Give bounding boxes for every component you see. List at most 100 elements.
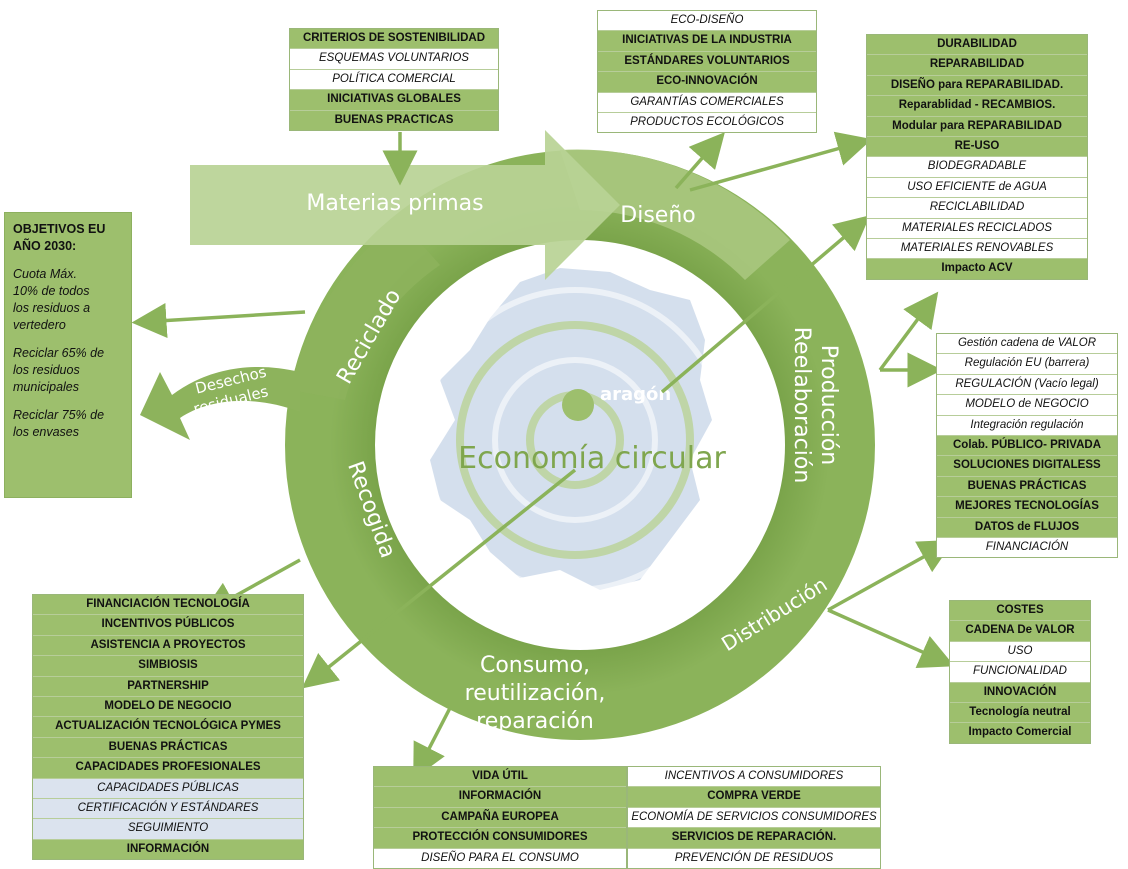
produccion-top-row: Modular para REPARABILIDAD [867,116,1087,137]
consumo-left-row: INFORMACIÓN [374,787,626,808]
label-produccion-1: Producción [816,345,841,466]
arrow-to-diseno-box [674,132,725,190]
distribucion-row: Tecnología neutral [950,702,1090,724]
objetivos-title-2: AÑO 2030: [13,239,77,253]
produccion-right-row: Regulación EU (barrera) [937,354,1117,375]
distribucion-row: Impacto Comercial [950,723,1090,743]
produccion-right-row: REGULACIÓN (Vacío legal) [937,374,1117,396]
recogida-row: ACTUALIZACIÓN TECNOLÓGICA PYMES [33,717,303,738]
materias-row: POLÍTICA COMERCIAL [290,69,498,91]
arrow-to-financiacion [827,539,955,612]
objetivos-title-1: OBJETIVOS EU [13,222,106,236]
diseno-row: ECO-DISEÑO [598,11,816,32]
objetivos-line: vertedero [13,318,66,332]
arrow-to-produccion-right-up [878,291,939,372]
aragon-map-shape [430,268,712,590]
recogida-row: SEGUIMIENTO [33,819,303,840]
recogida-row: BUENAS PRÁCTICAS [33,737,303,759]
inner-swirl [422,287,728,593]
recogida-row: INCENTIVOS PÚBLICOS [33,615,303,636]
label-produccion-2: Reelaboración [789,327,814,484]
consumo-left-row: VIDA ÚTIL [374,767,626,788]
objetivos-line: los residuos a [13,301,91,315]
consumo-right-row: SERVICIOS DE REPARACIÓN. [628,828,880,849]
distribucion-row: INNOVACIÓN [950,682,1090,703]
produccion-right-row: FINANCIACIÓN [937,537,1117,558]
produccion-top-row: Impacto ACV [867,259,1087,279]
produccion-top-row: USO EFICIENTE de AGUA [867,177,1087,199]
produccion-right-row: Integración regulación [937,415,1117,436]
materias-row: BUENAS PRACTICAS [290,110,498,130]
objetivos-line: Cuota Máx. [13,267,77,281]
produccion-top-row: RECICLABILIDAD [867,198,1087,219]
materias-row: CRITERIOS DE SOSTENIBILIDAD [290,29,498,50]
objetivos-line: los envases [13,425,80,439]
arrow-to-produccion-top [689,131,873,192]
arrow-to-consumo-box [413,707,452,780]
diseno-row: ECO-INNOVACIÓN [598,72,816,93]
materias-row: ESQUEMAS VOLUNTARIOS [290,49,498,70]
recogida-row: MODELO DE NEGOCIO [33,696,303,718]
recogida-row: CAPACIDADES PROFESIONALES [33,758,303,779]
recogida-row: ASISTENCIA A PROYECTOS [33,635,303,657]
produccion-right-row: Gestión cadena de VALOR [937,334,1117,355]
diseno-row: ESTÁNDARES VOLUNTARIOS [598,51,816,73]
consumo-right-row: ECONOMÍA DE SERVICIOS CONSUMIDORES [628,807,880,829]
consumo-left-row: DISEÑO PARA EL CONSUMO [374,848,626,868]
label-consumo-1: Consumo, [480,653,590,678]
label-consumo-3: reparación [476,709,594,734]
consumo-right-row: COMPRA VERDE [628,787,880,808]
label-materias-primas: Materias primas [306,191,483,216]
produccion-top-row: MATERIALES RECICLADOS [867,218,1087,239]
diseno-segment [560,149,790,280]
consumo-right-row: PREVENCIÓN DE RESIDUOS [628,848,880,868]
recogida-row: CAPACIDADES PÚBLICAS [33,778,303,799]
consumo-left-row: CAMPAÑA EUROPEA [374,807,626,829]
produccion-right-row: Colab. PÚBLICO- PRIVADA [937,435,1117,457]
materias-primas-arrow [190,130,620,280]
desechos-arrow [140,366,300,440]
arrow-center-to-produccion [660,215,871,394]
produccion-right-row: BUENAS PRÁCTICAS [937,476,1117,498]
objetivos-box: OBJETIVOS EU AÑO 2030: Cuota Máx. 10% de… [4,212,132,498]
label-consumo-2: reutilización, [465,681,606,706]
produccion-top-row: DURABILIDAD [867,35,1087,56]
objetivos-line: municipales [13,380,80,394]
produccion-top-row: RE-USO [867,136,1087,158]
produccion-top-row: REPARABILIDAD [867,55,1087,76]
consumo-right-row: INCENTIVOS A CONSUMIDORES [628,767,880,788]
objetivos-line: Reciclar 65% de [13,346,105,360]
produccion-top-row: Reparablidad - RECAMBIOS. [867,96,1087,117]
aragon-logo-mark [562,389,594,421]
objetivos-p3: Reciclar 75% de los envases [13,407,123,441]
materias-row: INICIATIVAS GLOBALES [290,90,498,111]
arrow-to-distribucion-box [827,608,955,669]
produccion-right-row: SOLUCIONES DIGITALESS [937,456,1117,477]
consumo-left-row: PROTECCIÓN CONSUMIDORES [374,828,626,849]
distribucion-row: USO [950,641,1090,663]
distribucion-row: CADENA De VALOR [950,621,1090,642]
diseno-row: PRODUCTOS ECOLÓGICOS [598,112,816,133]
produccion-top-row: MATERIALES RENOVABLES [867,238,1087,260]
produccion-right-row: DATOS de FLUJOS [937,517,1117,538]
objetivos-line: los residuos [13,363,80,377]
recogida-row: PARTNERSHIP [33,676,303,697]
produccion-right-row: MEJORES TECNOLOGÍAS [937,497,1117,518]
label-economia-circular: Economía circular [458,441,726,476]
diseno-row: INICIATIVAS DE LA INDUSTRIA [598,31,816,52]
recogida-row: CERTIFICACIÓN Y ESTÁNDARES [33,798,303,820]
aragon-logo-text: aragón [600,384,671,405]
objetivos-p1: Cuota Máx. 10% de todos los residuos a v… [13,266,123,334]
arrow-center-to-recogida [301,468,577,689]
reciclado-segment [290,220,440,400]
recogida-row: INFORMACIÓN [33,839,303,860]
objetivos-line: Reciclar 75% de [13,408,105,422]
objetivos-line: 10% de todos [13,284,90,298]
label-diseno: Diseño [620,203,695,228]
